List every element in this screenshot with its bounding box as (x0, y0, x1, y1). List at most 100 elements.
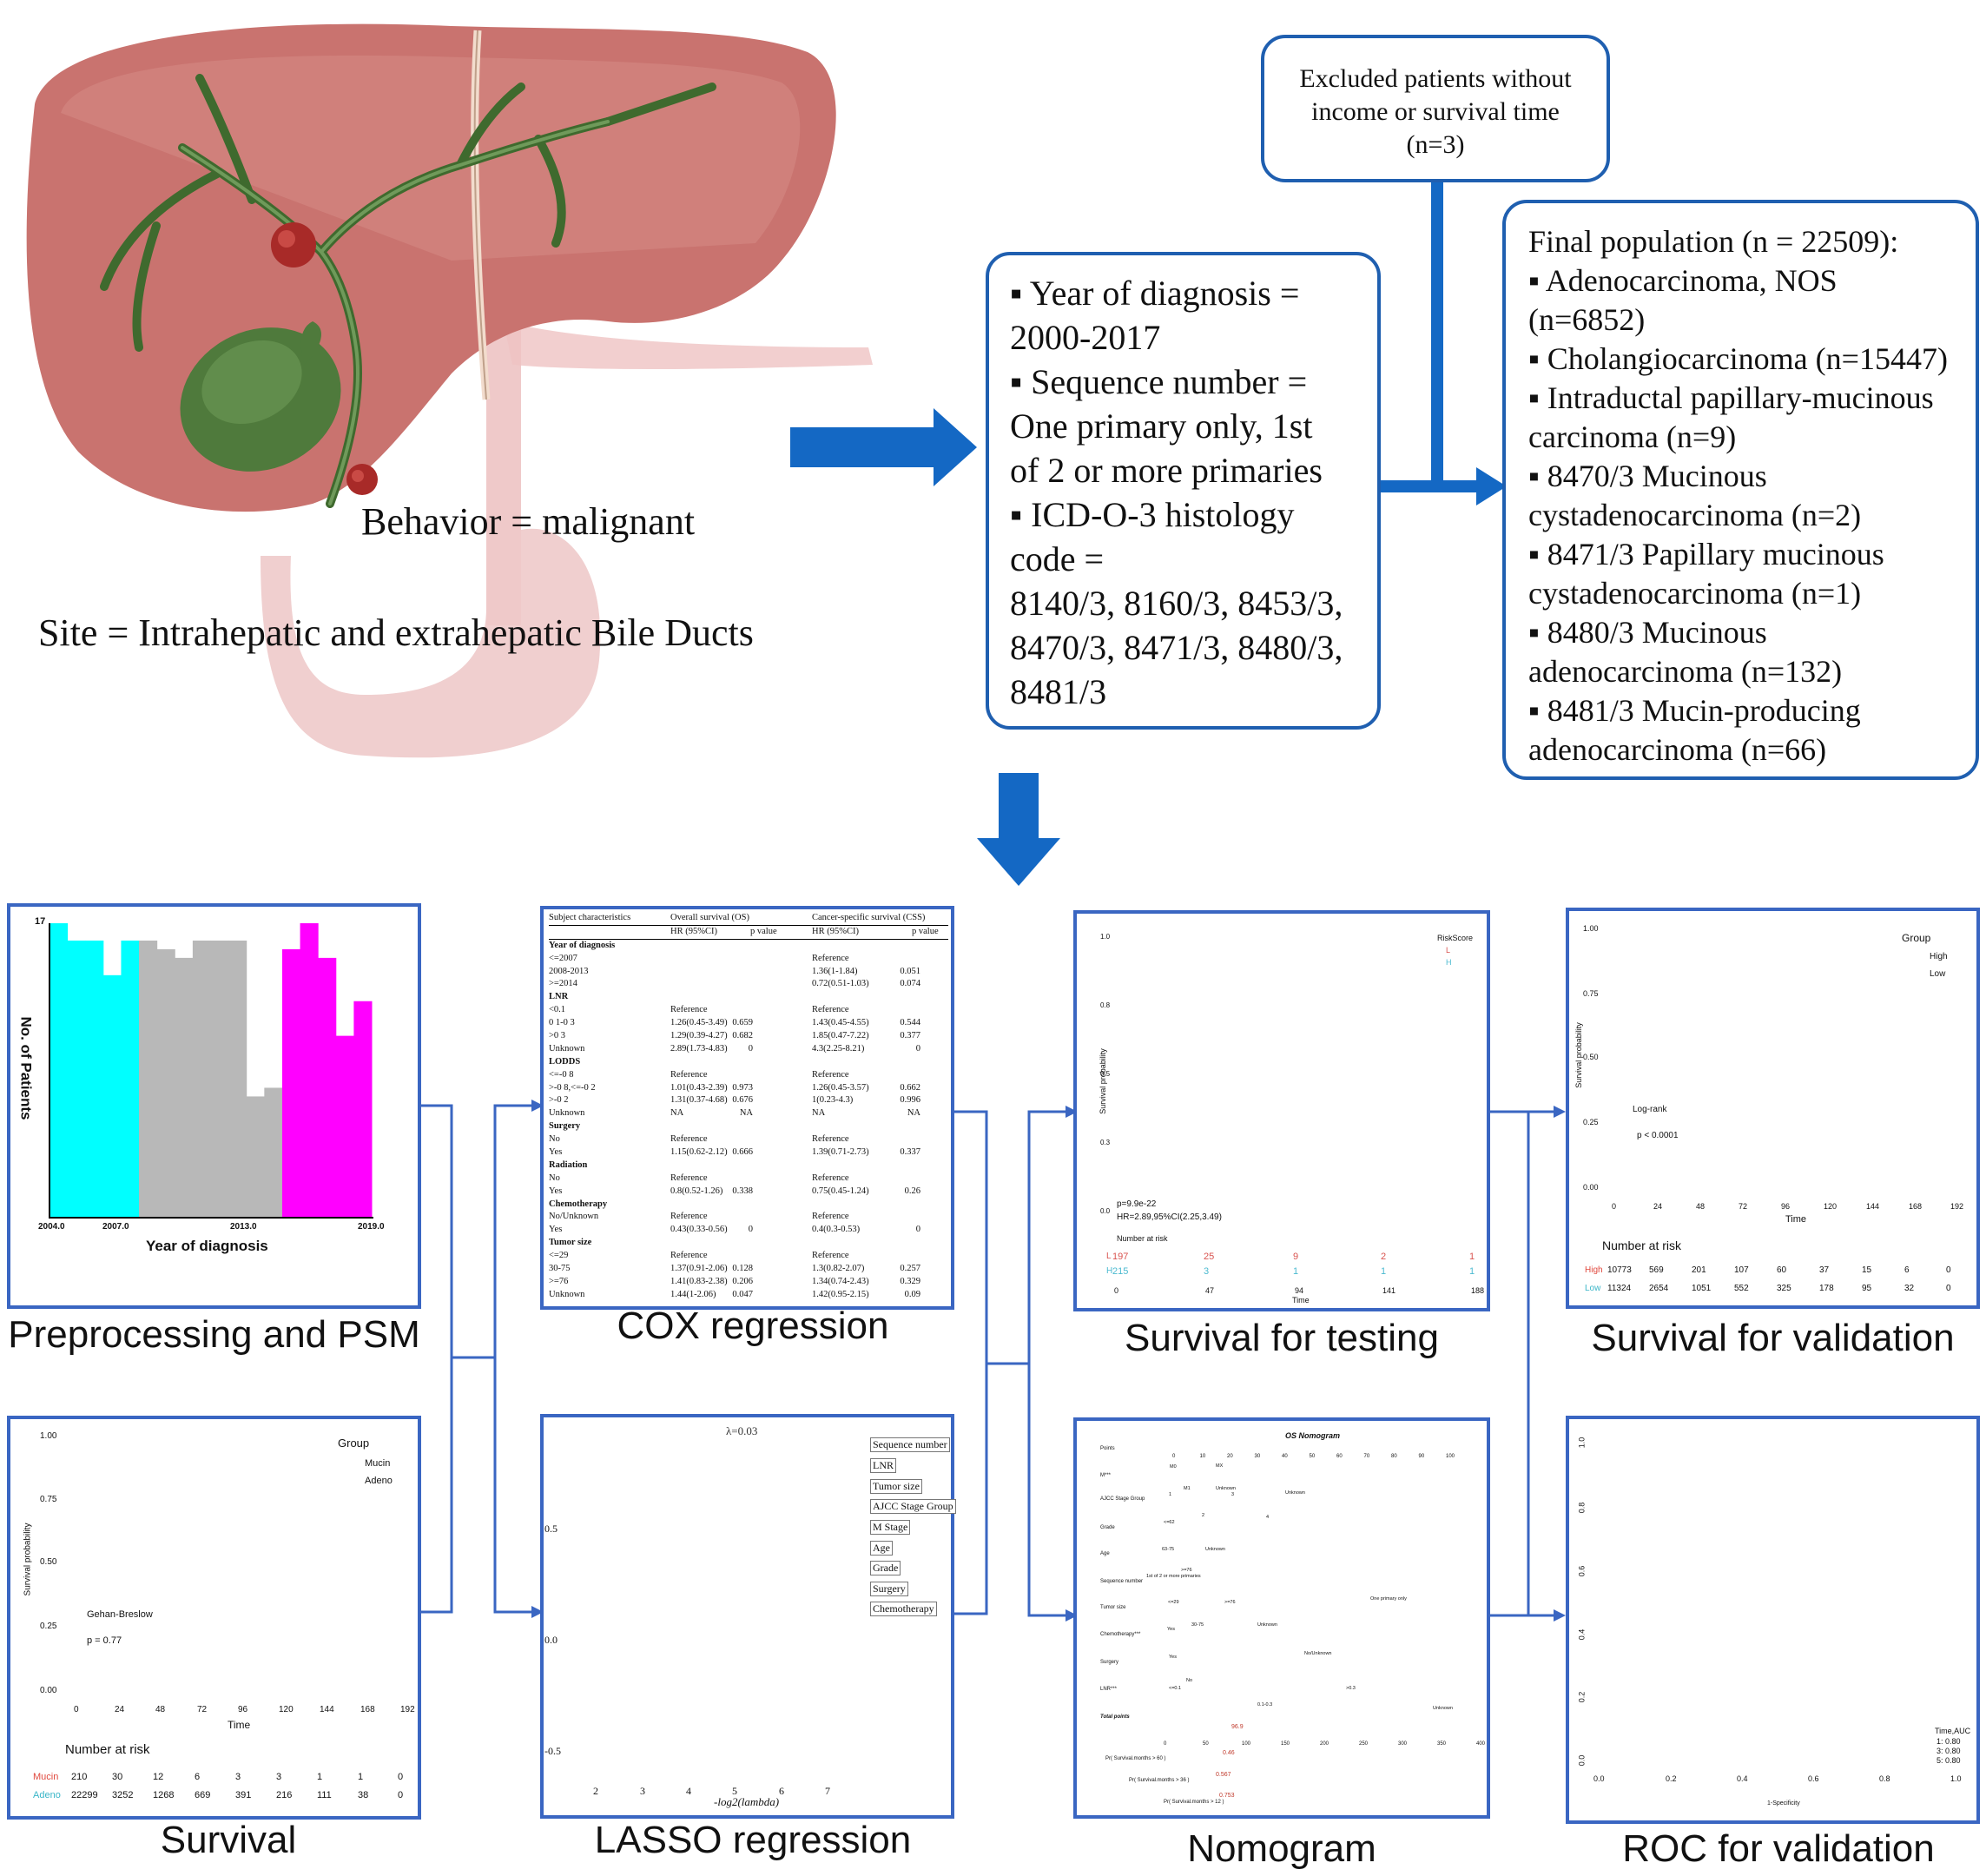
criteria-line: One primary only, 1st (1010, 406, 1313, 446)
nomogram-level-label: <=62 (1164, 1520, 1175, 1525)
final-population-line: cystadenocarcinoma (n=1) (1528, 576, 1862, 611)
nomogram-level-label: Yes (1169, 1655, 1177, 1660)
nomogram-level-label: No/Unknown (1304, 1651, 1332, 1656)
cox-cell: Tumor size (549, 1238, 592, 1248)
cox-cell: Radiation (549, 1159, 588, 1170)
final-population-line: ▪ Intraductal papillary-mucinous (1528, 380, 1934, 415)
nomogram-level-label: 2 (1202, 1513, 1205, 1518)
validation-ytick: 0.50 (1583, 1053, 1599, 1061)
roc-ytick: 1.0 (1577, 1437, 1587, 1449)
validation-risk-value: 37 (1819, 1265, 1830, 1275)
validation-risk-value: 0 (1946, 1265, 1951, 1275)
nomogram-level-label: 1 (1169, 1492, 1172, 1497)
testing-risk-value: 197 (1112, 1252, 1129, 1262)
nomogram-title: OS Nomogram (1285, 1431, 1341, 1440)
survival-ylabel: Survival probability (23, 1523, 33, 1596)
cox-cell: 1.26(0.45-3.49) (670, 1018, 728, 1028)
nomogram-total-tick: 100 (1242, 1741, 1251, 1747)
final-population-box: Final population (n = 22509):▪ Adenocarc… (1502, 200, 1979, 780)
nomogram-level-label: >0.3 (1346, 1686, 1356, 1691)
lasso-xtick: 2 (593, 1785, 598, 1797)
final-population-line: ▪ 8480/3 Mucinous (1528, 615, 1767, 650)
lasso-ytick: -0.5 (544, 1745, 561, 1757)
survival-xtick: 144 (320, 1705, 334, 1714)
nomogram-row-label: Points (1100, 1446, 1115, 1451)
nomogram-row-label: Sequence number (1100, 1579, 1144, 1584)
survival-xtick: 192 (400, 1705, 415, 1714)
cox-cell: NA (907, 1108, 920, 1119)
psm-xtick: 2007.0 (102, 1222, 129, 1232)
cox-cell: Reference (812, 1251, 849, 1261)
roc-xtick: 0.2 (1666, 1774, 1677, 1783)
lasso-xtick: 4 (686, 1785, 691, 1797)
lasso-label: Age (870, 1541, 893, 1556)
validation-xtick: 144 (1866, 1202, 1880, 1211)
cox-cell: 1.3(0.82-2.07) (812, 1264, 865, 1274)
caption-psm: Preprocessing and PSM (8, 1313, 420, 1356)
testing-risk-value: 1 (1293, 1266, 1299, 1277)
nomogram-points-tick: 50 (1309, 1454, 1316, 1459)
nomogram-total-tick: 200 (1320, 1741, 1329, 1747)
lasso-ytick: 0.0 (544, 1634, 558, 1646)
survival-risk-value: 0 (398, 1772, 404, 1782)
final-population-line: carcinoma (n=9) (1528, 419, 1737, 454)
cox-cell: Year of diagnosis (549, 940, 616, 950)
cox-cell: Reference (812, 953, 849, 963)
survival-xtick: 120 (279, 1705, 294, 1714)
lasso-xtick: 7 (825, 1785, 830, 1797)
cox-cell: 1.85(0.47-7.22) (812, 1031, 869, 1041)
survival-risk-value: 1 (317, 1772, 323, 1782)
cox-cell: 0.666 (732, 1147, 753, 1158)
site-label: Site = Intrahepatic and extrahepatic Bil… (38, 611, 754, 654)
roc-xtick: 0.8 (1879, 1774, 1890, 1783)
testing-xtick: 0 (1114, 1286, 1119, 1295)
nomogram-total-tick: 150 (1281, 1741, 1290, 1747)
cox-cell: 0.128 (732, 1264, 753, 1274)
cox-cell: 1.39(0.71-2.73) (812, 1147, 869, 1158)
validation-risk-value: 95 (1862, 1284, 1872, 1293)
final-population-line: ▪ 8481/3 Mucin-producing (1528, 693, 1861, 728)
testing-xtick: 141 (1382, 1286, 1396, 1295)
validation-legend-high: High (1930, 952, 1948, 961)
nomogram-level-label: MX (1216, 1463, 1224, 1469)
survival-risk-label: Adeno (33, 1790, 61, 1800)
psm-xlabel: Year of diagnosis (146, 1238, 268, 1254)
survival-risk-value: 6 (195, 1772, 201, 1782)
cox-cell: 0.996 (900, 1095, 920, 1106)
cox-subheader: p value (912, 926, 939, 936)
survival-xlabel: Time (228, 1719, 251, 1731)
testing-risk-value: 1 (1469, 1252, 1475, 1262)
survival-legend-mucin: Mucin (365, 1458, 391, 1469)
cox-cell: <=-0 8 (549, 1069, 574, 1080)
survival-risk-value: 1 (358, 1772, 364, 1782)
survival-ytick: 0.50 (40, 1557, 57, 1567)
cox-subheader: p value (750, 926, 777, 936)
validation-ytick: 0.25 (1583, 1118, 1599, 1126)
tumor (271, 222, 316, 268)
nomogram-row-label: Surgery (1100, 1660, 1119, 1665)
lasso-label: Sequence number (870, 1437, 950, 1452)
cox-cell: NA (739, 1108, 753, 1119)
cox-cell: 1(0.23-4.3) (812, 1095, 854, 1106)
cox-cell: Reference (812, 1172, 849, 1183)
behavior-label: Behavior = malignant (361, 500, 696, 543)
nomogram-row-label: Total points (1100, 1714, 1130, 1720)
cox-cell: 1.44(1-2.06) (670, 1289, 716, 1299)
cox-cell: No (549, 1134, 560, 1145)
nomogram-points-tick: 30 (1254, 1454, 1261, 1459)
cox-cell: <0.1 (549, 1005, 566, 1015)
testing-risk-label: L (1106, 1252, 1112, 1261)
cox-cell: 0 1-0 3 (549, 1018, 575, 1028)
roc-xtick: 0.4 (1737, 1774, 1748, 1783)
validation-xtick: 192 (1950, 1202, 1964, 1211)
cox-cell: 0 (748, 1225, 753, 1235)
nomogram-points-tick: 70 (1363, 1454, 1370, 1459)
testing-xtick: 94 (1295, 1286, 1304, 1295)
lasso-label: Chemotherapy (870, 1602, 937, 1616)
cox-cell: Reference (670, 1172, 708, 1183)
cox-cell: 1.26(0.45-3.57) (812, 1082, 869, 1093)
